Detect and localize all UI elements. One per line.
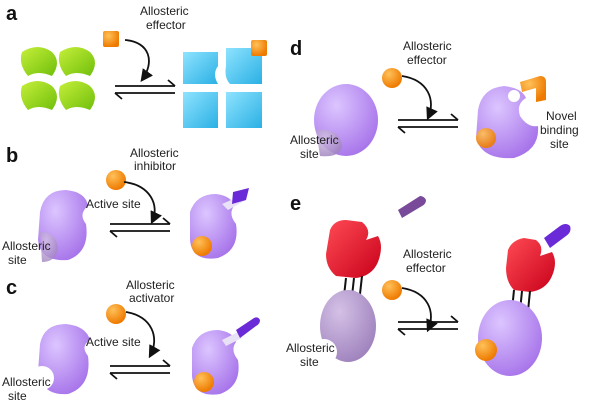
panel-a-letter: a xyxy=(6,3,18,25)
equilibrium-arrows-icon xyxy=(109,217,171,238)
allosteric-site-pocket-icon xyxy=(311,339,337,365)
bound-effector-square-icon xyxy=(251,40,267,56)
inhibitor-ball-icon xyxy=(106,170,126,190)
effector-square-icon xyxy=(103,31,119,47)
binding-arrow-icon xyxy=(125,311,161,359)
red-domain-icon xyxy=(326,220,381,278)
panel-d-allosteric-site-line2: site xyxy=(300,147,319,161)
panel-a-effector-label-line1: Allosteric xyxy=(140,4,189,18)
bound-inhibitor-ball-icon xyxy=(192,236,212,256)
panel-d-novel-site-line3: site xyxy=(550,137,569,151)
panel-c-activator-label-line2: activator xyxy=(129,291,174,305)
panel-e-allosteric-site-line2: site xyxy=(300,355,319,369)
binding-arrow-icon xyxy=(123,181,162,225)
panel-c-active-site-label: Active site xyxy=(86,335,141,349)
allosteric-site-shape-icon xyxy=(316,129,342,157)
panel-b-inhibitor-label-line2: inhibitor xyxy=(134,159,176,173)
panel-b-allosteric-site-line1: Allosteric xyxy=(2,239,51,253)
panel-c-letter: c xyxy=(6,277,17,299)
effector-ball-icon xyxy=(382,280,402,300)
bound-effector-ball-icon xyxy=(475,339,497,361)
panel-b-inhibitor-label-line1: Allosteric xyxy=(130,146,179,160)
binding-arrow-icon xyxy=(401,287,438,333)
panel-b: b Allosteric inhibitor Active site Allos… xyxy=(2,145,249,267)
panel-b-letter: b xyxy=(6,145,18,167)
novel-ligand-icon xyxy=(520,76,546,102)
panel-a-effector-label-line2: effector xyxy=(146,18,186,32)
panel-e: e Allosteric effector Allosteric site xyxy=(286,193,571,376)
panel-b-allosteric-site-line2: site xyxy=(8,253,27,267)
panel-d-letter: d xyxy=(290,38,302,60)
panel-c-allosteric-site-line1: Allosteric xyxy=(2,375,51,389)
binding-arrow-icon xyxy=(124,39,154,83)
binding-arrow-icon xyxy=(401,75,438,121)
equilibrium-arrows-icon xyxy=(397,315,459,336)
equilibrium-arrows-icon xyxy=(114,79,176,100)
substrate-bar-icon xyxy=(544,224,571,248)
panel-e-effector-label-line2: effector xyxy=(406,261,446,275)
substrate-diamond-icon xyxy=(232,188,249,204)
panel-c: c Allosteric activator Active site Allos… xyxy=(2,277,260,403)
panel-d-effector-label-line1: Allosteric xyxy=(403,39,452,53)
panel-e-effector-label-line1: Allosteric xyxy=(403,247,452,261)
allosteric-site-pocket-icon xyxy=(30,366,54,390)
substrate-bar-icon xyxy=(236,317,260,338)
panel-b-active-site-label: Active site xyxy=(86,197,141,211)
panel-e-letter: e xyxy=(290,193,301,215)
panel-c-activator-label-line1: Allosteric xyxy=(126,278,175,292)
novel-site-pocket-icon xyxy=(508,90,520,102)
panel-d-effector-label-line2: effector xyxy=(407,53,447,67)
green-tetramer-icon xyxy=(20,47,95,110)
allosteric-site-shape-icon xyxy=(40,232,58,262)
cyan-tetramer-icon xyxy=(183,48,262,128)
substrate-bar-icon xyxy=(398,196,426,218)
panel-c-allosteric-site-line2: site xyxy=(8,389,27,403)
panel-d-novel-site-line2: binding xyxy=(540,123,579,137)
panel-d-novel-site-line1: Novel xyxy=(546,109,577,123)
bound-activator-ball-icon xyxy=(194,372,214,392)
red-domain-icon xyxy=(506,238,555,292)
panel-a: a Allosteric effector xyxy=(6,3,267,128)
effector-ball-icon xyxy=(382,68,402,88)
equilibrium-arrows-icon xyxy=(397,113,459,134)
bound-effector-ball-icon xyxy=(476,128,496,148)
activator-ball-icon xyxy=(106,304,126,324)
enzyme-body-icon xyxy=(478,300,542,376)
panel-e-allosteric-site-line1: Allosteric xyxy=(286,341,335,355)
panel-d: d Allosteric effector Allosteric site No… xyxy=(290,38,579,161)
equilibrium-arrows-icon xyxy=(109,359,171,380)
active-site-cleft-icon xyxy=(222,332,242,346)
panel-d-allosteric-site-line1: Allosteric xyxy=(290,133,339,147)
